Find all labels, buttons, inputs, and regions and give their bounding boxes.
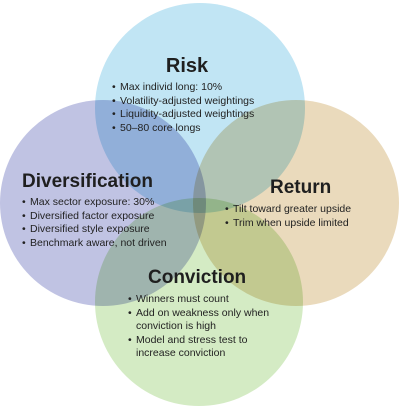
risk-item: Max individ long: 10% [112, 81, 292, 95]
diversification-title: Diversification [22, 171, 153, 192]
conviction-section: Conviction Winners must count Add on wea… [128, 268, 288, 361]
conviction-item: Model and stress test to increase convic… [128, 334, 288, 361]
diversification-item: Benchmark aware, not driven [22, 237, 212, 251]
return-item: Trim when upside limited [225, 217, 395, 231]
return-title: Return [270, 177, 332, 198]
conviction-title: Conviction [148, 267, 247, 288]
risk-item: 50–80 core longs [112, 122, 292, 136]
diversification-item: Diversified style exposure [22, 223, 212, 237]
return-section: Return Tilt toward greater upside Trim w… [225, 178, 395, 230]
risk-list: Max individ long: 10% Volatility-adjuste… [112, 81, 292, 135]
diversification-item: Diversified factor exposure [22, 210, 212, 224]
return-item: Tilt toward greater upside [225, 203, 395, 217]
conviction-item: Add on weakness only when conviction is … [128, 307, 288, 334]
conviction-list: Winners must count Add on weakness only … [128, 293, 288, 361]
risk-section: Risk Max individ long: 10% Volatility-ad… [112, 56, 292, 135]
diversification-item: Max sector exposure: 30% [22, 196, 212, 210]
conviction-item: Winners must count [128, 293, 288, 307]
return-list: Tilt toward greater upside Trim when ups… [225, 203, 395, 230]
risk-title: Risk [165, 55, 209, 77]
risk-item: Liquidity-adjusted weightings [112, 108, 292, 122]
risk-item: Volatility-adjusted weightings [112, 95, 292, 109]
diversification-list: Max sector exposure: 30% Diversified fac… [22, 196, 212, 250]
diversification-section: Diversification Max sector exposure: 30%… [22, 172, 212, 250]
